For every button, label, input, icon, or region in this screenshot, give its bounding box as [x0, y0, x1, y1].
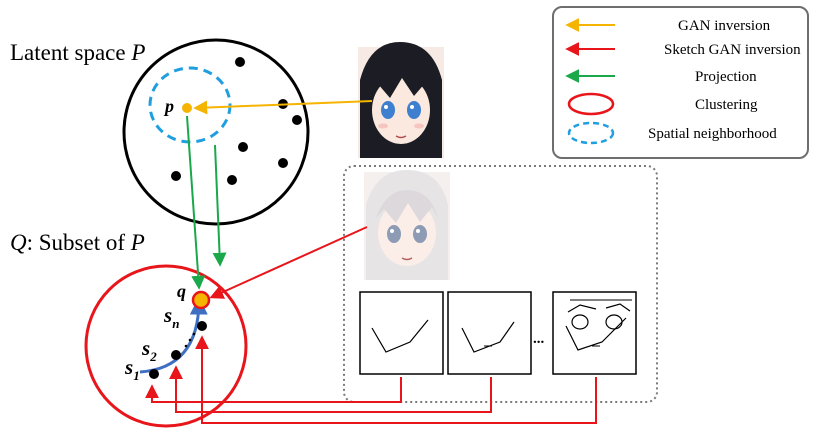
- clustering-circle: [84, 264, 248, 428]
- dot: [188, 338, 192, 342]
- anime-face-white-hair: [364, 170, 450, 280]
- subset-q: Q: Subset of P q s1 s2 sn: [10, 230, 248, 428]
- legend-label: Projection: [695, 69, 757, 85]
- legend-label: Clustering: [695, 97, 758, 113]
- spatial-neighborhood-ellipse: [148, 66, 232, 144]
- point-q: [191, 290, 211, 310]
- legend-label: Sketch GAN inversion: [664, 42, 801, 58]
- dot: [184, 344, 188, 348]
- legend-box: [552, 6, 809, 159]
- point-s2: [171, 350, 181, 360]
- latent-space-label: Latent space P: [10, 40, 145, 65]
- point-sn: [197, 321, 207, 331]
- legend-label: GAN inversion: [678, 18, 771, 34]
- legend-item-spatial-neighborhood: Spatial neighborhood: [567, 121, 777, 145]
- latent-point: [171, 171, 181, 181]
- latent-space: Latent space P p: [10, 38, 310, 226]
- legend: GAN inversion Sketch GAN inversion Proje…: [552, 6, 809, 159]
- latent-point: [278, 158, 288, 168]
- sketch-gan-inversion-arrow: [169, 365, 492, 413]
- point-p: [182, 103, 192, 113]
- sketch-panel: ...: [343, 165, 658, 403]
- projection-arrow: [186, 115, 206, 290]
- sketch-thumbnail: [359, 291, 444, 375]
- anime-face-dark-hair: [358, 42, 444, 158]
- legend-item-sketch-gan-inversion: Sketch GAN inversion: [565, 42, 801, 58]
- latent-points: [171, 57, 302, 185]
- sketch-thumbnail: [552, 291, 637, 375]
- sketch-gan-inversion-arrow: [209, 226, 368, 299]
- latent-point: [235, 57, 245, 67]
- point-sn-label: sn: [163, 303, 179, 331]
- point-s2-label: s2: [141, 336, 157, 364]
- subset-label: Q: Subset of P: [10, 230, 145, 255]
- blue-dashed-ellipse-icon: [567, 121, 615, 145]
- sketch-panel-border: [343, 165, 658, 403]
- legend-item-projection: Projection: [565, 69, 757, 85]
- sketch-ellipsis: ...: [533, 331, 545, 347]
- gan-inversion-arrow: [193, 100, 373, 115]
- sketch-gan-inversion-arrow: [145, 377, 402, 403]
- latent-point: [238, 142, 248, 152]
- red-ellipse-icon: [567, 92, 615, 116]
- projection-arrow: [212, 144, 227, 267]
- sketch-gan-inversion-arrow: [195, 335, 597, 424]
- sketch-thumbnail: [447, 291, 532, 375]
- point-s1-label: s1: [124, 355, 140, 383]
- latent-point: [292, 115, 302, 125]
- point-p-label: p: [163, 96, 174, 116]
- dot: [192, 332, 196, 336]
- legend-item-clustering: Clustering: [567, 92, 758, 116]
- legend-item-gan-inversion: GAN inversion: [565, 18, 771, 34]
- latent-point: [227, 175, 237, 185]
- point-s1: [149, 369, 159, 379]
- latent-space-circle: [122, 38, 310, 226]
- point-q-label: q: [177, 281, 186, 301]
- legend-label: Spatial neighborhood: [648, 126, 777, 142]
